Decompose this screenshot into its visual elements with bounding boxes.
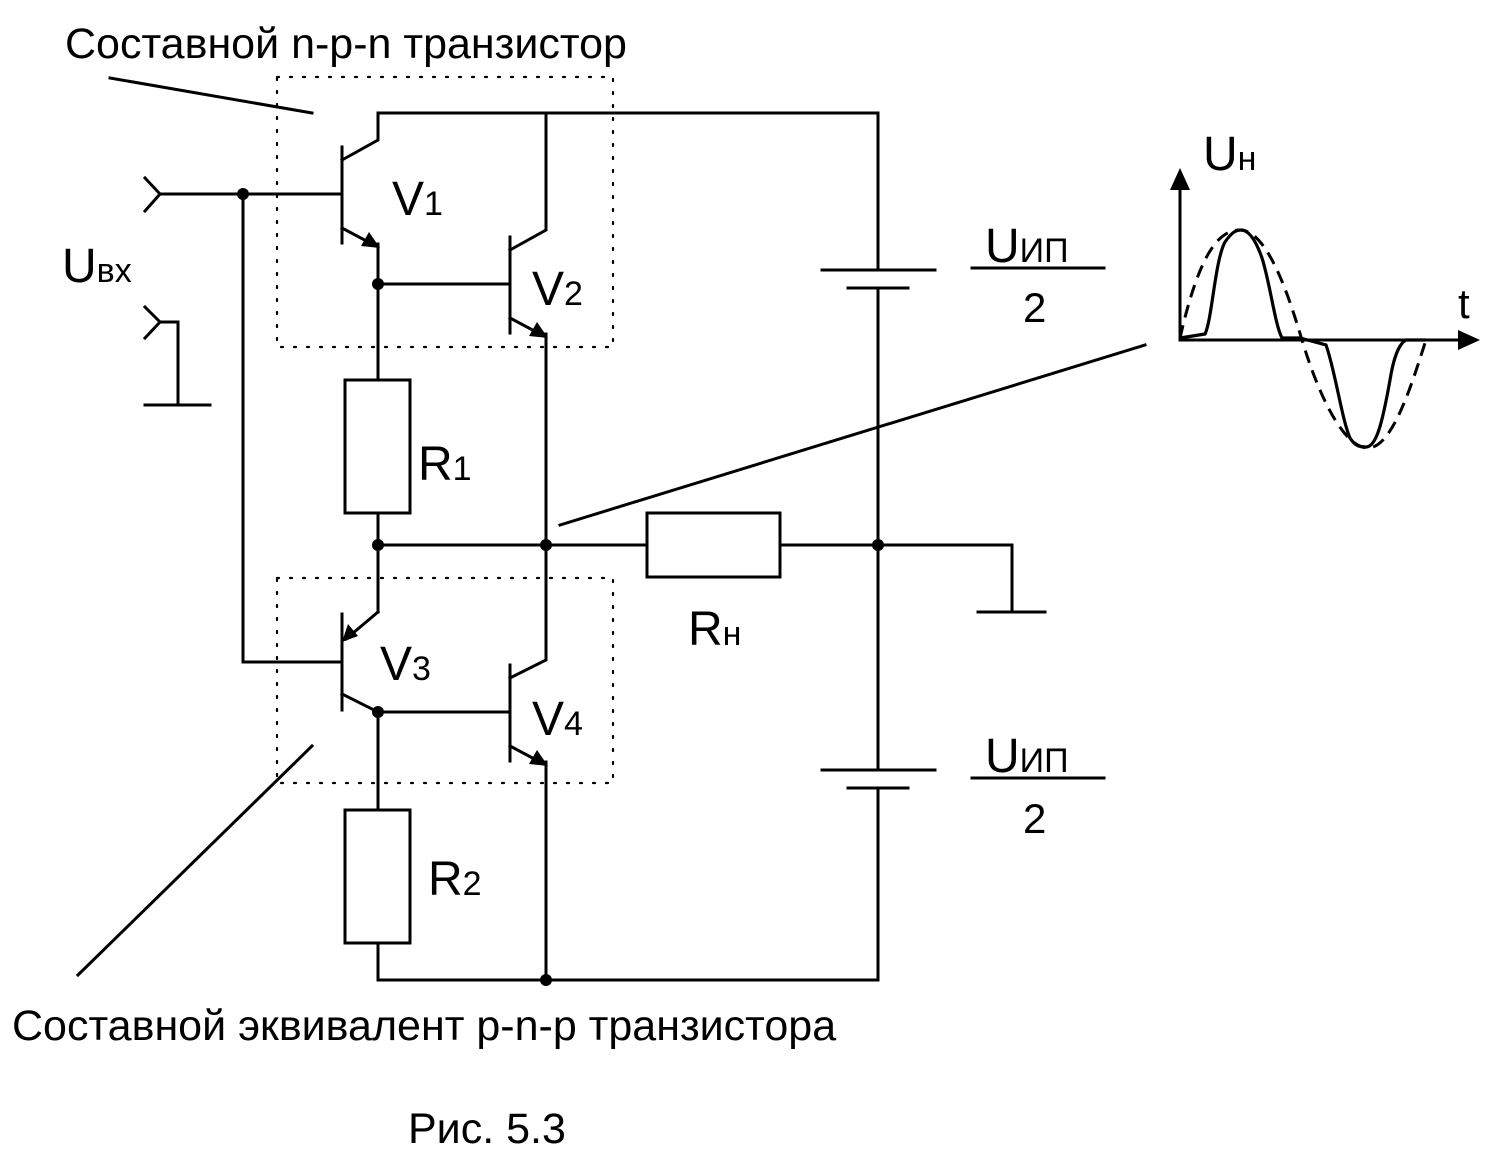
waveform-x-arrow bbox=[1458, 330, 1480, 350]
v4-label: V4 bbox=[532, 693, 583, 746]
ground-symbol bbox=[976, 543, 1047, 614]
svg-text:2: 2 bbox=[1023, 795, 1046, 842]
pnp-composite-box bbox=[275, 576, 615, 785]
svg-text:UИП: UИП bbox=[985, 220, 1069, 273]
pnp-composite-caption: Составной эквивалент p-n-p транзистора bbox=[12, 1002, 836, 1050]
input-junction bbox=[237, 188, 249, 200]
transistor-v4 bbox=[507, 543, 548, 982]
supply-battery-top bbox=[820, 111, 937, 547]
load-resistor-label: Rн bbox=[688, 603, 741, 656]
input-bus-wire bbox=[241, 192, 342, 664]
supply-top-label: UИП 2 bbox=[970, 220, 1106, 331]
svg-text:UИП: UИП bbox=[985, 730, 1069, 783]
waveform-x-label: t bbox=[1458, 280, 1470, 327]
r2-label: R2 bbox=[428, 853, 482, 906]
input-voltage-label: Uвх bbox=[62, 240, 132, 293]
input-terminal-top bbox=[142, 175, 342, 214]
transistor-v3 bbox=[339, 609, 381, 715]
waveform-y-label: Uн bbox=[1203, 128, 1256, 181]
waveform-y-arrow bbox=[1170, 168, 1190, 190]
resistor-load bbox=[645, 511, 782, 579]
pnp-caption-leader bbox=[75, 743, 315, 978]
transistor-v2 bbox=[507, 111, 548, 547]
output-waveform-solid bbox=[1179, 228, 1426, 449]
v3-label: V3 bbox=[380, 638, 431, 691]
svg-text:2: 2 bbox=[1023, 284, 1046, 331]
r1-r2-junction bbox=[372, 539, 384, 551]
npn-composite-box bbox=[275, 75, 615, 349]
supply-bottom-label: UИП 2 bbox=[970, 730, 1106, 842]
output-waveform-graph: Uн t bbox=[1170, 128, 1480, 450]
resistor-r1 bbox=[343, 378, 412, 515]
bottom-rail-junction bbox=[540, 974, 552, 986]
npn-caption-leader bbox=[108, 76, 314, 115]
supply-battery-bottom bbox=[820, 543, 937, 982]
v2-label: V2 bbox=[532, 263, 583, 316]
r1-label: R1 bbox=[418, 438, 472, 491]
v1-label: V1 bbox=[392, 173, 443, 226]
resistor-r2 bbox=[343, 808, 412, 945]
transistor-v1 bbox=[339, 111, 380, 286]
npn-composite-caption: Составной n-p-n транзистор bbox=[65, 20, 627, 68]
figure-caption: Рис. 5.3 bbox=[408, 1105, 566, 1153]
input-terminal-bottom bbox=[142, 304, 212, 407]
waveform-leader bbox=[558, 343, 1147, 527]
